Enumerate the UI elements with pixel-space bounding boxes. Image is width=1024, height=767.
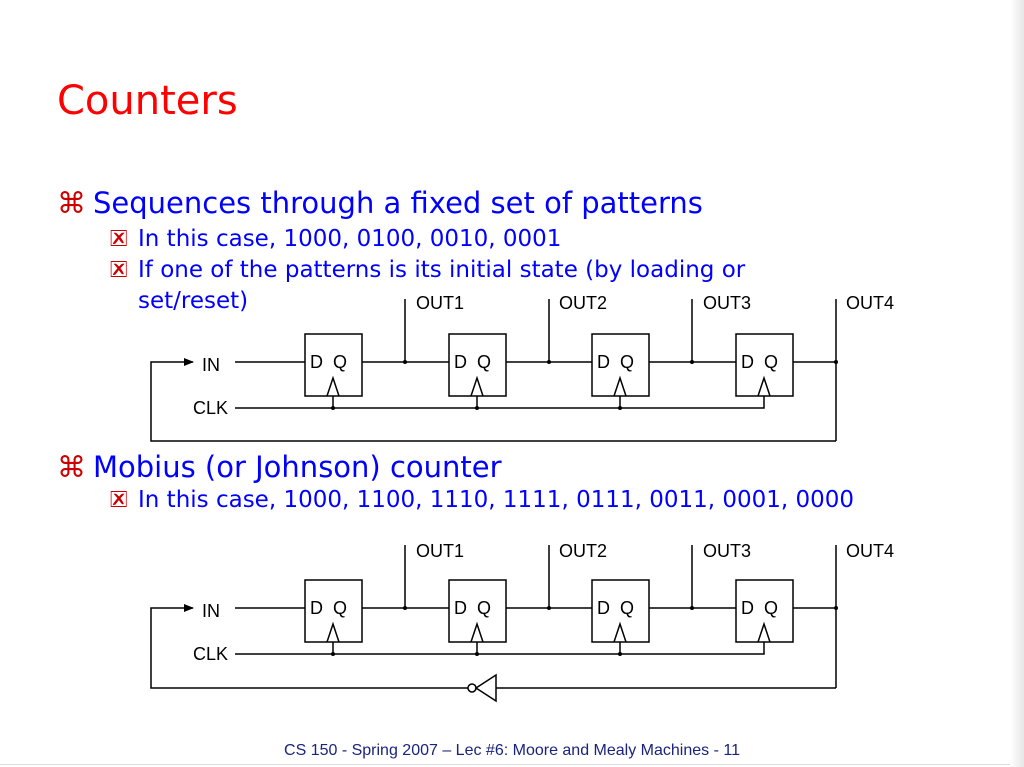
flip-flop-4-label: D Q [741, 598, 778, 618]
junction-dot [690, 606, 694, 610]
flip-flop-1-label: D Q [310, 598, 347, 618]
bullet-2: ⌘Mobius (or Johnson) counter [57, 450, 502, 484]
flip-flop-1-label: D Q [310, 352, 347, 372]
box-bullet-icon: 🗷 [110, 487, 128, 513]
junction-dot [475, 406, 479, 410]
command-bullet-icon: ⌘ [57, 450, 86, 484]
junction-dot [547, 360, 551, 364]
clock-input-triangle [613, 375, 627, 397]
junction-dot [618, 406, 622, 410]
bullet-1-text: Sequences through a fixed set of pattern… [93, 186, 703, 220]
sub-bullet-2-1-text: In this case, 1000, 1100, 1110, 1111, 01… [138, 487, 855, 513]
junction-dot [618, 652, 622, 656]
clock-input-triangle [757, 375, 771, 397]
junction-dot [403, 360, 407, 364]
out4-label: OUT4 [846, 541, 894, 561]
sub-bullet-2-1: 🗷 In this case, 1000, 1100, 1110, 1111, 0… [110, 486, 854, 515]
sub-bullet-1-1-text: In this case, 1000, 0100, 0010, 0001 [138, 226, 562, 252]
out1-label: OUT1 [416, 293, 464, 313]
box-bullet-icon: 🗷 [110, 226, 128, 252]
command-bullet-icon: ⌘ [57, 186, 86, 220]
out4-label: OUT4 [846, 293, 894, 313]
clock-wire [235, 396, 765, 409]
junction-dot [547, 606, 551, 610]
clk-label: CLK [193, 398, 228, 418]
feedback-wire [150, 604, 468, 689]
in-label: IN [202, 355, 220, 375]
slide-edge-shadow [1010, 0, 1024, 767]
junction-dot [834, 360, 838, 364]
junction-dot [331, 652, 335, 656]
out2-label: OUT2 [559, 541, 607, 561]
slide-title: Counters [57, 78, 238, 124]
clock-input-triangle [613, 621, 627, 643]
clock-input-triangle [757, 621, 771, 643]
out3-label: OUT3 [703, 293, 751, 313]
box-bullet-icon: 🗷 [110, 257, 128, 283]
junction-dot [834, 606, 838, 610]
footer-divider [0, 764, 1024, 765]
junction-dot [690, 360, 694, 364]
sub-bullet-1-2: 🗷 If one of the patterns is its initial s… [110, 256, 745, 285]
clock-wire [235, 642, 765, 655]
clock-input-triangle [326, 375, 340, 397]
clk-label: CLK [193, 644, 228, 664]
out3-label: OUT3 [703, 541, 751, 561]
shift-register-circuit [150, 299, 837, 442]
slide-footer: CS 150 - Spring 2007 – Lec #6: Moore and… [284, 742, 740, 759]
clock-input-triangle [470, 375, 484, 397]
flip-flop-4-label: D Q [741, 352, 778, 372]
flip-flop-2-label: D Q [454, 352, 491, 372]
junction-dots [331, 360, 838, 410]
junction-dot [403, 606, 407, 610]
johnson-counter-circuit [150, 545, 837, 703]
in-label: IN [202, 601, 220, 621]
junction-dot [331, 406, 335, 410]
sub-bullet-1-1: 🗷 In this case, 1000, 0100, 0010, 0001 [110, 225, 561, 254]
bullet-2-text: Mobius (or Johnson) counter [93, 450, 502, 484]
junction-dot [475, 652, 479, 656]
bullet-1: ⌘Sequences through a fixed set of patter… [57, 186, 703, 220]
junction-dots [331, 606, 838, 656]
inverter-triangle [474, 673, 497, 703]
sub-bullet-1-2-continuation: set/reset) [138, 288, 249, 314]
clock-input-triangle [326, 621, 340, 643]
feedback-wire [150, 358, 836, 442]
clock-input-triangle [470, 621, 484, 643]
out1-label: OUT1 [416, 541, 464, 561]
flip-flop-3-label: D Q [597, 352, 634, 372]
sub-bullet-1-2-text: If one of the patterns is its initial st… [138, 257, 746, 283]
flip-flop-2-label: D Q [454, 598, 491, 618]
out2-label: OUT2 [559, 293, 607, 313]
flip-flop-3-label: D Q [597, 598, 634, 618]
